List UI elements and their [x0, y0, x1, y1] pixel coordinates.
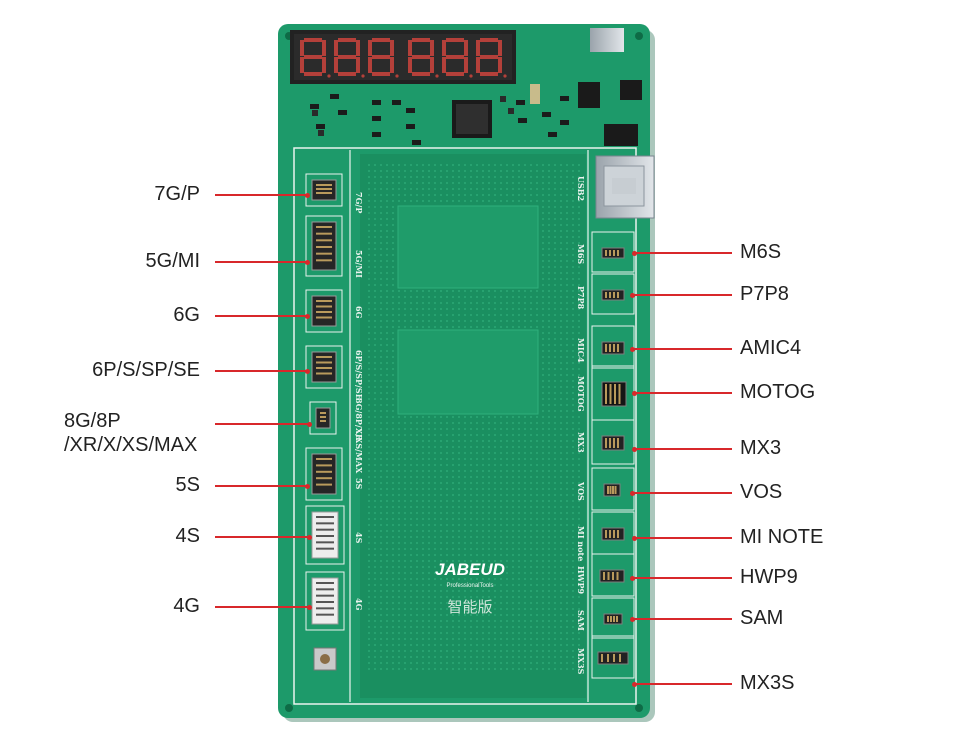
connector-left: [309, 401, 337, 435]
connector-right: [591, 273, 635, 315]
callout-label-left: 4G: [173, 595, 200, 617]
model-mark: 智能版: [447, 598, 492, 616]
silk-label-left: 4S: [354, 532, 364, 544]
leader-line: [215, 259, 310, 265]
leader-line: [215, 313, 310, 319]
silk-label-left: X/XS/MAX: [354, 428, 364, 474]
leader-line: [632, 446, 732, 452]
display-digit: [300, 38, 331, 78]
silk-label-right: MX3: [576, 432, 586, 453]
silk-label-right: MX3S: [576, 648, 586, 675]
leader-line: [632, 390, 732, 396]
leader-line: [630, 616, 732, 622]
callout-label-right: HWP9: [740, 566, 798, 588]
silk-label-right: SAM: [576, 610, 586, 631]
usb-port-usb2: [595, 155, 655, 219]
connector-left: [305, 173, 343, 207]
callout-label-right: MX3S: [740, 672, 795, 694]
silk-label-right: HWP9: [576, 566, 586, 595]
leader-line: [630, 575, 732, 581]
callout-label-left: 8G/8P /XR/X/XS/MAX: [64, 410, 198, 456]
brand-tagline: ProfessionalTools: [446, 583, 493, 589]
leader-line: [215, 421, 312, 427]
callout-label-left: 7G/P: [154, 183, 200, 205]
silk-label-left: 7G/P: [354, 192, 364, 213]
display-digit: [368, 38, 399, 78]
leader-line: [630, 292, 732, 298]
silk-label-left: 8G/8P/XR: [354, 398, 364, 441]
callout-label-right: M6S: [740, 241, 782, 263]
connector-right: [591, 635, 635, 679]
leader-line: [215, 534, 312, 540]
leader-line: [215, 604, 312, 610]
leader-line: [630, 346, 732, 352]
silk-label-left: 5G/MI: [354, 250, 364, 278]
right-connectors: [591, 231, 635, 679]
connector-right: [591, 467, 635, 511]
leader-line: [215, 192, 310, 198]
connector-right: [591, 597, 635, 639]
callout-label-right: P7P8: [740, 283, 789, 305]
micro-usb-port: [590, 28, 624, 52]
silk-label-right: M6S: [576, 244, 586, 264]
silk-label-left: 5S: [354, 478, 364, 490]
display-digit: [408, 38, 439, 78]
callout-label-left: 6P/S/SP/SE: [92, 359, 200, 381]
leader-line: [215, 483, 310, 489]
callout-label-left: 5G/MI: [145, 250, 200, 272]
display-digit: [334, 38, 365, 78]
connector-right: [591, 325, 635, 369]
connector-left: [305, 505, 345, 565]
callout-label-right: AMIC4: [740, 337, 802, 359]
connector-right: [591, 365, 635, 421]
connector-right: [591, 419, 635, 465]
callout-label-left: 6G: [173, 304, 200, 326]
leader-line: [630, 490, 732, 496]
leader-line: [632, 681, 732, 687]
display-digit: [476, 38, 507, 78]
connector-left: [305, 447, 343, 501]
leader-line: [632, 535, 732, 541]
callout-label-left: 4S: [175, 525, 200, 547]
callout-label-right: SAM: [740, 607, 784, 629]
brand-logo: JABEUD: [435, 560, 505, 579]
callout-label-right: MOTOG: [740, 381, 816, 403]
silk-label-left: 4G: [354, 598, 364, 611]
callout-label-right: MI NOTE: [740, 526, 824, 548]
connector-right: [591, 553, 635, 597]
callout-label-right: MX3: [740, 437, 782, 459]
silk-label-right: MIC4: [576, 338, 586, 363]
silk-label-right: MOTOG: [576, 376, 586, 412]
connector-left: [305, 215, 343, 277]
silk-label-right: USB2: [576, 176, 586, 201]
silk-label-left: 6P/S/SP/SE: [354, 350, 364, 400]
display-digit: [442, 38, 473, 78]
silk-label-right: VOS: [576, 481, 586, 501]
leader-line: [215, 368, 310, 374]
silk-label-right: P7P8: [576, 286, 586, 310]
connector-left: [305, 345, 343, 389]
callout-label-right: VOS: [740, 481, 783, 503]
connector-left: [305, 571, 345, 631]
silk-label-left: 6G: [354, 306, 364, 319]
left-connectors: [305, 173, 345, 631]
connector-left: [305, 289, 343, 333]
seven-segment-display: [290, 30, 516, 84]
callout-label-left: 5S: [175, 474, 200, 496]
leader-line: [632, 250, 732, 256]
silk-label-right: MI note: [576, 526, 586, 561]
